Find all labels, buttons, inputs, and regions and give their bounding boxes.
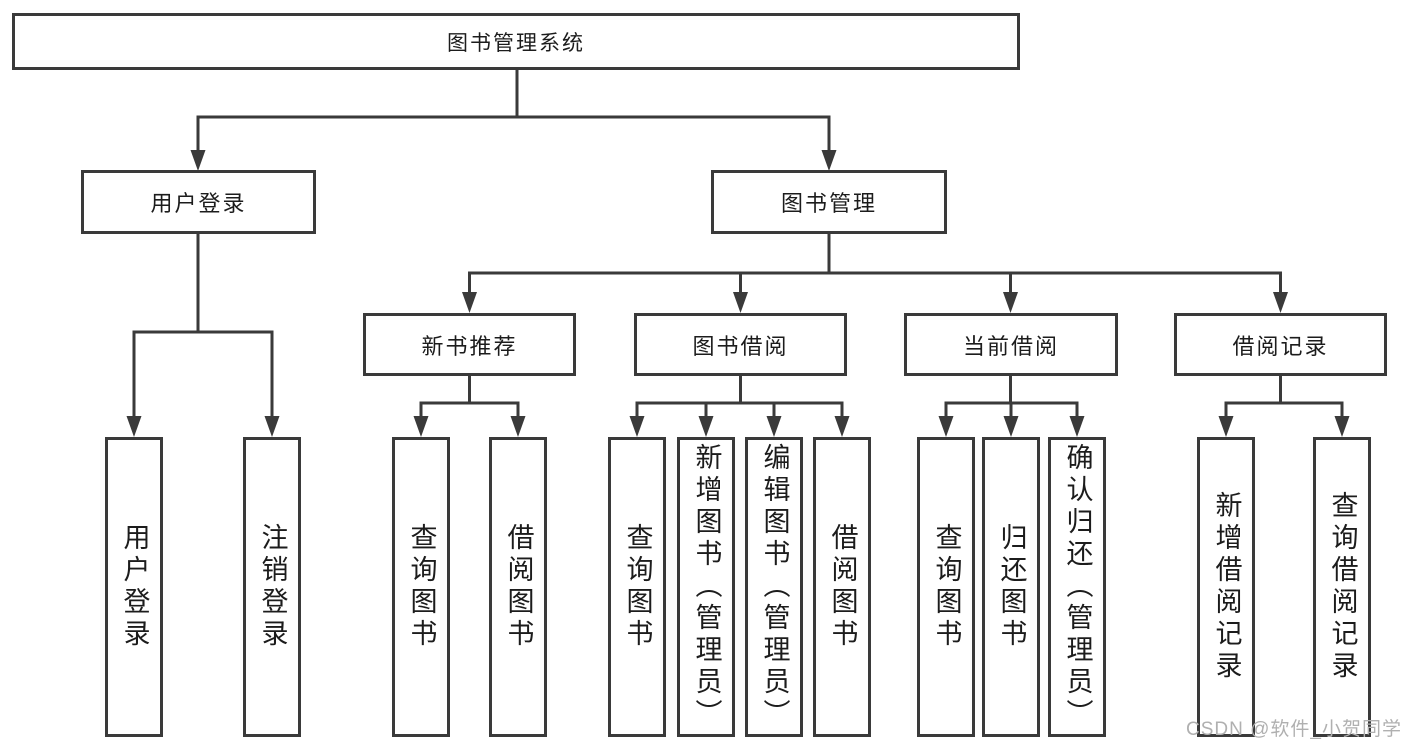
leaf-logout-label: 注销登录 [257, 523, 288, 651]
arrowhead [733, 292, 748, 313]
node-book-borrow-label: 图书借阅 [692, 333, 789, 359]
node-borrow-records: 借阅记录 [1174, 313, 1387, 376]
leaf-records-query-label: 查询借阅记录 [1327, 491, 1358, 683]
leaf-newbooks-query-label: 查询图书 [406, 523, 437, 651]
leaf-current-return: 归还图书 [982, 437, 1040, 737]
connector-currentborrow-to-leaves [938, 374, 1085, 437]
connector-bookborrow-to-leaves [629, 374, 850, 437]
leaf-borrow-add-admin-label: 新增图书（管理员） [691, 443, 722, 731]
arrowhead [462, 292, 477, 313]
node-book-borrow: 图书借阅 [634, 313, 847, 376]
leaf-records-query: 查询借阅记录 [1313, 437, 1371, 737]
leaf-newbooks-borrow-label: 借阅图书 [503, 523, 534, 651]
arrowhead [698, 416, 714, 437]
arrowhead [1218, 416, 1234, 437]
connector-root-to-level2 [190, 68, 837, 171]
node-book-management: 图书管理 [711, 170, 947, 234]
node-user-login: 用户登录 [81, 170, 316, 234]
node-borrow-records-label: 借阅记录 [1232, 333, 1329, 359]
connector-bookmgmt-to-level3 [462, 232, 1288, 313]
arrowhead [1003, 292, 1018, 313]
connector-borrowrecords-to-leaves [1218, 374, 1350, 437]
arrowhead [1003, 416, 1019, 437]
arrowhead [1334, 416, 1350, 437]
leaf-current-query: 查询图书 [917, 437, 975, 737]
leaf-borrow-edit-admin: 编辑图书（管理员） [745, 437, 803, 737]
arrowhead [766, 416, 782, 437]
leaf-current-return-label: 归还图书 [996, 523, 1027, 651]
watermark-text: CSDN @软件_小贺同学 [1186, 719, 1402, 740]
node-current-borrow: 当前借阅 [904, 313, 1118, 376]
node-root-system: 图书管理系统 [12, 13, 1020, 70]
leaf-user-login: 用户登录 [105, 437, 163, 737]
arrowhead [1069, 416, 1085, 437]
arrowhead [264, 416, 280, 437]
node-current-borrow-label: 当前借阅 [962, 333, 1059, 359]
arrowhead [190, 150, 206, 171]
connector-userlogin-to-leaves [126, 232, 280, 437]
arrowhead [126, 416, 142, 437]
leaf-current-confirm-return-admin-label: 确认归还（管理员） [1062, 443, 1093, 731]
arrowhead [413, 416, 429, 437]
leaf-borrow-book: 借阅图书 [813, 437, 871, 737]
leaf-newbooks-query: 查询图书 [392, 437, 450, 737]
leaf-current-confirm-return-admin: 确认归还（管理员） [1048, 437, 1106, 737]
leaf-newbooks-borrow: 借阅图书 [489, 437, 547, 737]
leaf-borrow-edit-admin-label: 编辑图书（管理员） [759, 443, 790, 731]
arrowhead [938, 416, 954, 437]
node-book-management-label: 图书管理 [780, 191, 877, 216]
leaf-current-query-label: 查询图书 [931, 523, 962, 651]
connector-newbooks-to-leaves [413, 374, 526, 437]
leaf-borrow-query-label: 查询图书 [622, 523, 653, 651]
leaf-borrow-add-admin: 新增图书（管理员） [677, 437, 735, 737]
leaf-borrow-book-label: 借阅图书 [827, 523, 858, 651]
leaf-records-add: 新增借阅记录 [1197, 437, 1255, 737]
node-new-book-recommend-label: 新书推荐 [421, 333, 518, 359]
node-new-book-recommend: 新书推荐 [363, 313, 576, 376]
arrowhead [834, 416, 850, 437]
leaf-user-login-label: 用户登录 [119, 523, 150, 651]
node-root-label: 图书管理系统 [447, 31, 585, 55]
arrowhead [1273, 292, 1288, 313]
arrowhead [629, 416, 645, 437]
leaf-logout: 注销登录 [243, 437, 301, 737]
node-user-login-label: 用户登录 [150, 191, 247, 216]
arrowhead [821, 150, 837, 171]
leaf-borrow-query: 查询图书 [608, 437, 666, 737]
arrowhead [510, 416, 526, 437]
leaf-records-add-label: 新增借阅记录 [1211, 491, 1242, 683]
